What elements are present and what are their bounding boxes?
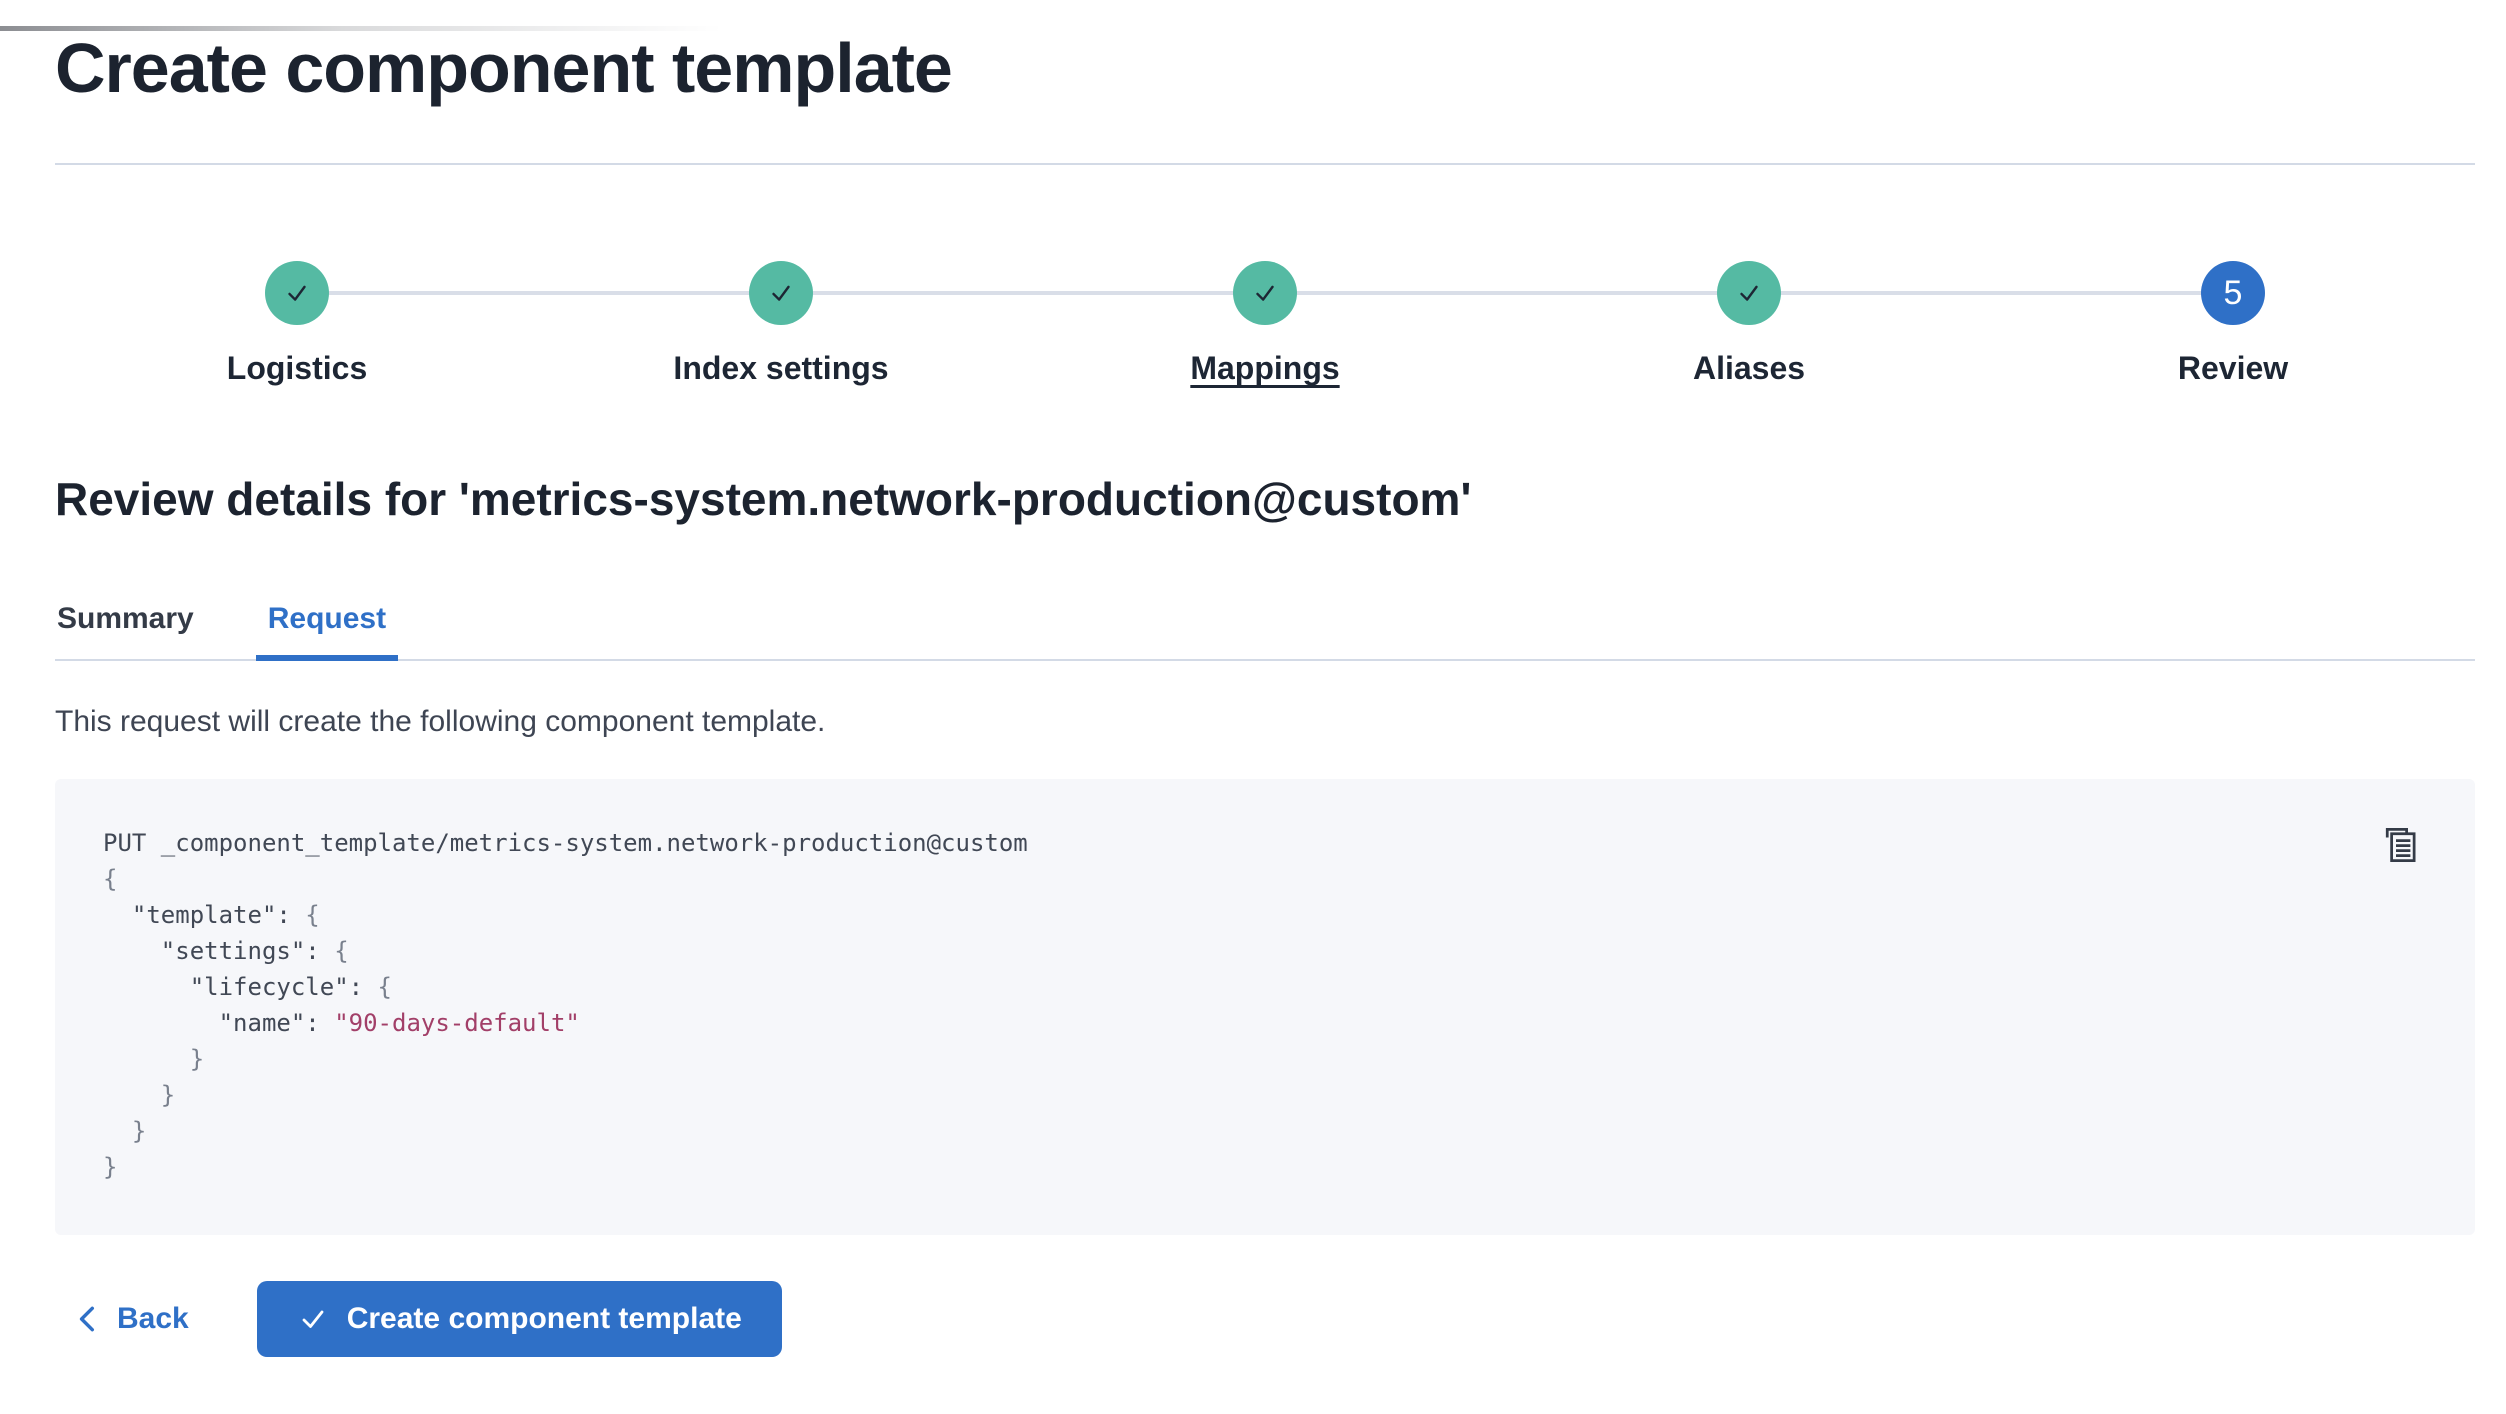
step-number-badge: 5 xyxy=(2201,261,2265,326)
copy-clipboard-icon xyxy=(2381,825,2421,868)
create-component-template-button[interactable]: Create component template xyxy=(256,1280,782,1357)
tab-request[interactable]: Request xyxy=(255,601,399,661)
create-component-template-label: Create component template xyxy=(346,1301,742,1335)
step-index-settings[interactable]: Index settings xyxy=(539,261,1023,387)
step-label: Aliases xyxy=(1692,350,1806,387)
check-icon xyxy=(1233,261,1297,326)
check-icon xyxy=(1717,261,1781,326)
step-mappings[interactable]: Mappings xyxy=(1023,261,1507,387)
check-icon xyxy=(749,261,813,326)
check-icon xyxy=(297,1303,329,1335)
back-button-label: Back xyxy=(117,1301,189,1335)
copy-to-clipboard-button[interactable] xyxy=(2377,823,2425,871)
step-logistics[interactable]: Logistics xyxy=(55,261,539,387)
request-code: PUT _component_template/metrics-system.n… xyxy=(103,828,1028,1181)
request-code-block: PUT _component_template/metrics-system.n… xyxy=(55,778,2475,1235)
tab-summary[interactable]: Summary xyxy=(45,601,206,661)
chevron-left-icon xyxy=(75,1304,101,1334)
title-divider xyxy=(55,163,2475,166)
step-label: Review xyxy=(2177,350,2289,387)
step-aliases[interactable]: Aliases xyxy=(1507,261,1991,387)
step-label: Index settings xyxy=(673,350,889,387)
page-title: Create component template xyxy=(55,29,953,107)
step-label: Logistics xyxy=(226,350,368,387)
review-heading: Review details for 'metrics-system.netwo… xyxy=(55,472,1472,525)
step-label: Mappings xyxy=(1190,350,1340,387)
wizard-footer: Back Create component template xyxy=(55,1280,2475,1357)
check-icon xyxy=(265,261,329,326)
back-button[interactable]: Back xyxy=(69,1301,195,1337)
request-description: This request will create the following c… xyxy=(55,704,826,738)
